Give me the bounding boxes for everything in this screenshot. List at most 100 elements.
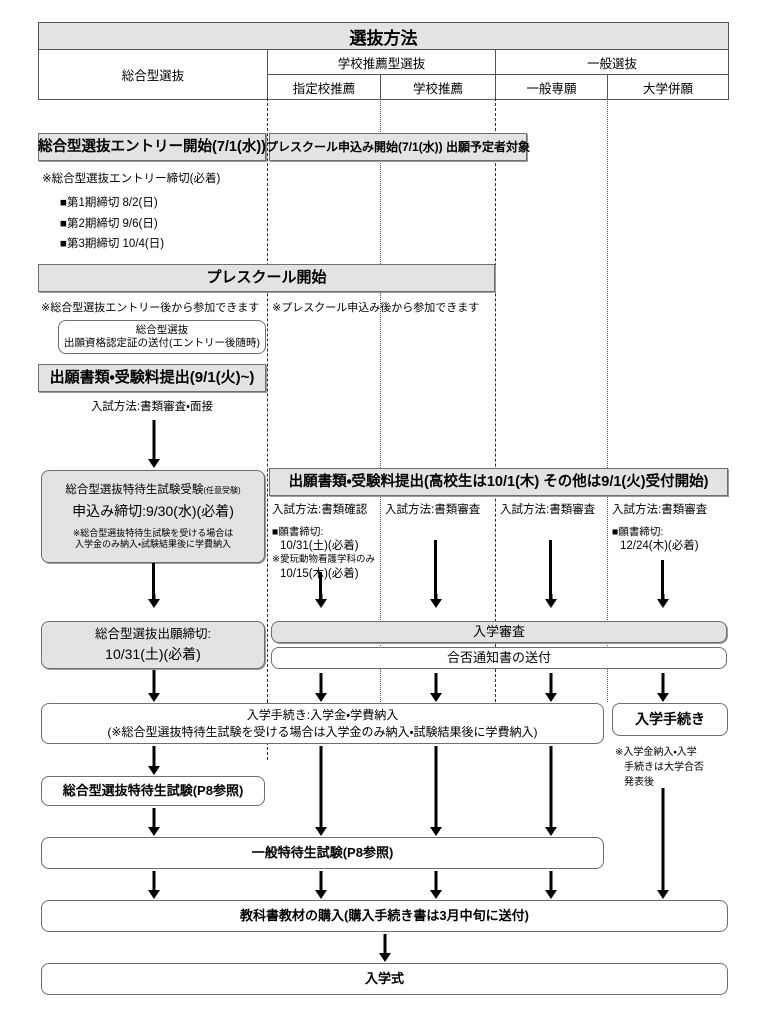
- arrow-general-to-textbook-2: [429, 871, 442, 899]
- column-divider-3: [495, 98, 496, 702]
- entry-deadline-list: ■第1期締切 8/2(日) ■第2期締切 9/6(日) ■第3期締切 10/4(…: [60, 196, 275, 253]
- sogo-scholarship-exam-box: 総合型選抜特待生試験受験(任意受験) 申込み締切:9/30(水)(必着) ※総合…: [41, 470, 265, 563]
- header-title-row: 選抜方法: [37, 22, 730, 50]
- sogo-deadline-line1: 総合型選抜出願締切:: [95, 626, 211, 641]
- arrow-into-review-3: [544, 594, 557, 608]
- entry-deadline-note: ※総合型選抜エントリー締切(必着): [42, 173, 221, 185]
- preschool-start-label: プレスクール開始: [206, 268, 327, 286]
- procedure-right-label: 入学手続き: [635, 710, 705, 727]
- docs-cell-3: 入試方法:書類審査: [500, 503, 610, 519]
- general-exam-label: 一般特待生試験(P8参照): [251, 844, 394, 860]
- connector-cell4: [661, 560, 664, 602]
- selection-method-header-table: 選抜方法 総合型選抜 学校推薦型選抜 一般選抜 指定校推薦 学校推薦 一般専願 …: [37, 22, 730, 100]
- scholarship-note2: 入学金のみ納入・試験結果後に学費納入: [74, 538, 232, 549]
- exam-method-left: 入試方法:書類審査・面接: [90, 401, 214, 413]
- arrow-into-review-left: [147, 594, 160, 608]
- arrow-proc-to-general-3: [544, 746, 557, 836]
- procedure-line1: 入学手続き:入学金・学費納入: [246, 707, 399, 722]
- sogo-exam-label: 総合型選抜特待生試験(P8参照): [62, 782, 244, 798]
- cert-line2: 出願資格認定証の送付(エントリー後随時): [64, 337, 260, 349]
- arrow-review-to-proc-1: [314, 673, 327, 702]
- docs-submit-left-label: 出願書類・受験料提出(9/1(火)~): [49, 368, 255, 386]
- textbook-label: 教科書教材の購入(購入手続き書は3月中旬に送付): [240, 907, 529, 923]
- arrow-proc-to-general-1: [314, 746, 327, 836]
- sogo-application-deadline-box: 総合型選抜出願締切: 10/31(土)(必着): [41, 621, 265, 669]
- arrow-textbook-to-ceremony: [378, 934, 391, 962]
- scholarship-note1: ※総合型選抜特待生試験を受ける場合は: [72, 527, 234, 538]
- docs-cell-1-line4: 10/15(木)(必着): [280, 567, 380, 583]
- connector-cell1: [319, 572, 322, 602]
- header-sub-row: 指定校推薦 学校推薦 一般専願 大学併願: [39, 74, 730, 100]
- preschool-start-banner: プレスクール開始: [38, 264, 495, 292]
- textbook-purchase-box: 教科書教材の購入(購入手続き書は3月中旬に送付): [41, 900, 728, 932]
- header-sub-daigakuheigan: 大学併願: [606, 74, 730, 100]
- procedure-note-3: 発表後: [624, 777, 654, 788]
- sogo-entry-start-banner: 総合型選抜エントリー開始(7/1(水)): [38, 133, 266, 161]
- arrow-proc-to-sogo-exam: [147, 746, 160, 775]
- preschool-apply-start-banner: プレスクール申込み開始(7/1(水)) 出願予定者対象: [266, 133, 530, 161]
- column-divider-1: [267, 98, 268, 702]
- column-divider-2: [380, 98, 381, 702]
- arrow-review-to-proc-4: [656, 673, 669, 702]
- ceremony-label: 入学式: [364, 970, 404, 986]
- docs-cell-4-method: 入試方法:書類審査: [612, 504, 708, 516]
- procedure-note-2: 手続きは大学合否: [624, 762, 704, 773]
- docs-submit-right-label: 出願書類・受験料提出(高校生は10/1(木) その他は9/1(火)受付開始): [288, 473, 709, 490]
- docs-submit-left-banner: 出願書類・受験料提出(9/1(火)~): [38, 364, 266, 392]
- arrow-general-to-textbook-1: [314, 871, 327, 899]
- docs-cell-1-line3: ※愛玩動物看護学科のみ: [272, 554, 375, 566]
- docs-cell-4-line2: 12/24(木)(必着): [620, 539, 699, 552]
- general-scholarship-exam-box: 一般特待生試験(P8参照): [41, 837, 604, 869]
- sogo-entry-start-label: 総合型選抜エントリー開始(7/1(水)): [38, 138, 266, 155]
- docs-cell-2-method: 入試方法:書類審査: [385, 504, 481, 516]
- arrow-review-to-proc-left: [147, 670, 160, 702]
- sogo-deadline-line2: 10/31(土)(必着): [105, 645, 201, 662]
- scholarship-line1: 総合型選抜特待生試験受験(任意受験): [65, 483, 241, 496]
- header-group-sogo: 総合型選抜: [38, 49, 268, 100]
- qualification-certificate-box: 総合型選抜 出願資格認定証の送付(エントリー後随時): [58, 320, 266, 354]
- sogo-scholarship-exam-result-box: 総合型選抜特待生試験(P8参照): [41, 776, 265, 806]
- scholarship-line2: 申込み締切:9/30(水)(必着): [72, 503, 234, 520]
- procedure-note-1: ※入学金納入・入学: [615, 747, 697, 758]
- entry-deadline-1: ■第1期締切 8/2(日): [60, 197, 158, 209]
- arrow-into-review-4: [656, 594, 669, 608]
- arrow-general-to-textbook-left: [147, 871, 160, 899]
- docs-submit-right-banner: 出願書類・受験料提出(高校生は10/1(木) その他は9/1(火)受付開始): [269, 468, 728, 496]
- entry-deadline-3: ■第3期締切 10/4(日): [60, 238, 165, 251]
- connector-cell3: [549, 540, 552, 602]
- enrollment-procedure-right-box: 入学手続き: [612, 703, 728, 736]
- page-title: 選抜方法: [37, 22, 730, 50]
- docs-cell-4: 入試方法:書類審査 ■願書締切: 12/24(木)(必着): [612, 503, 728, 554]
- arrow-review-to-proc-3: [544, 673, 557, 702]
- arrow-into-review-2: [429, 594, 442, 608]
- arrow-right-proc-to-textbook: [656, 788, 669, 899]
- header-sub-ippansengan: 一般専願: [495, 74, 608, 100]
- header-sub-gakkou: 学校推薦: [380, 74, 496, 100]
- arrow-proc-to-general-2: [429, 746, 442, 836]
- entrance-ceremony-box: 入学式: [41, 963, 728, 995]
- enrollment-procedure-box: 入学手続き:入学金・学費納入 (※総合型選抜特待生試験を受ける場合は入学金のみ納…: [41, 703, 604, 744]
- header-sub-shiteikou: 指定校推薦: [267, 74, 381, 100]
- result-notice-label: 合否通知書の送付: [446, 649, 551, 665]
- result-notice-box: 合否通知書の送付: [271, 647, 727, 669]
- arrow-sogo-to-general: [147, 808, 160, 836]
- cert-line1: 総合型選抜: [135, 323, 189, 336]
- header-group-row: 総合型選抜 学校推薦型選抜 一般選抜: [38, 49, 730, 100]
- docs-cell-1-line1: ■願書締切:: [272, 525, 324, 538]
- header-group-suisen: 学校推薦型選抜: [267, 49, 496, 75]
- connector-cell2: [434, 540, 437, 602]
- docs-cell-1-method: 入試方法:書類確認: [272, 504, 368, 516]
- docs-cell-1-line2: 10/31(土)(必着): [280, 539, 359, 552]
- arrow-into-review-1: [314, 594, 327, 608]
- entrance-review-label: 入学審査: [472, 623, 525, 639]
- docs-cell-1: 入試方法:書類確認 ■願書締切: 10/31(土)(必着) ※愛玩動物看護学科の…: [272, 503, 380, 583]
- preschool-note-right: ※プレスクール申込み後から参加できます: [272, 302, 480, 314]
- docs-cell-2: 入試方法:書類審査: [385, 503, 495, 519]
- procedure-right-note: ※入学金納入・入学 手続きは大学合否 発表後: [615, 745, 733, 790]
- docs-cell-3-method: 入試方法:書類審査: [500, 504, 596, 516]
- arrow-general-to-textbook-3: [544, 871, 557, 899]
- connector-left-scholarship: [152, 563, 155, 602]
- entrance-review-box: 入学審査: [271, 621, 727, 643]
- preschool-note-left: ※総合型選抜エントリー後から参加できます: [41, 302, 260, 314]
